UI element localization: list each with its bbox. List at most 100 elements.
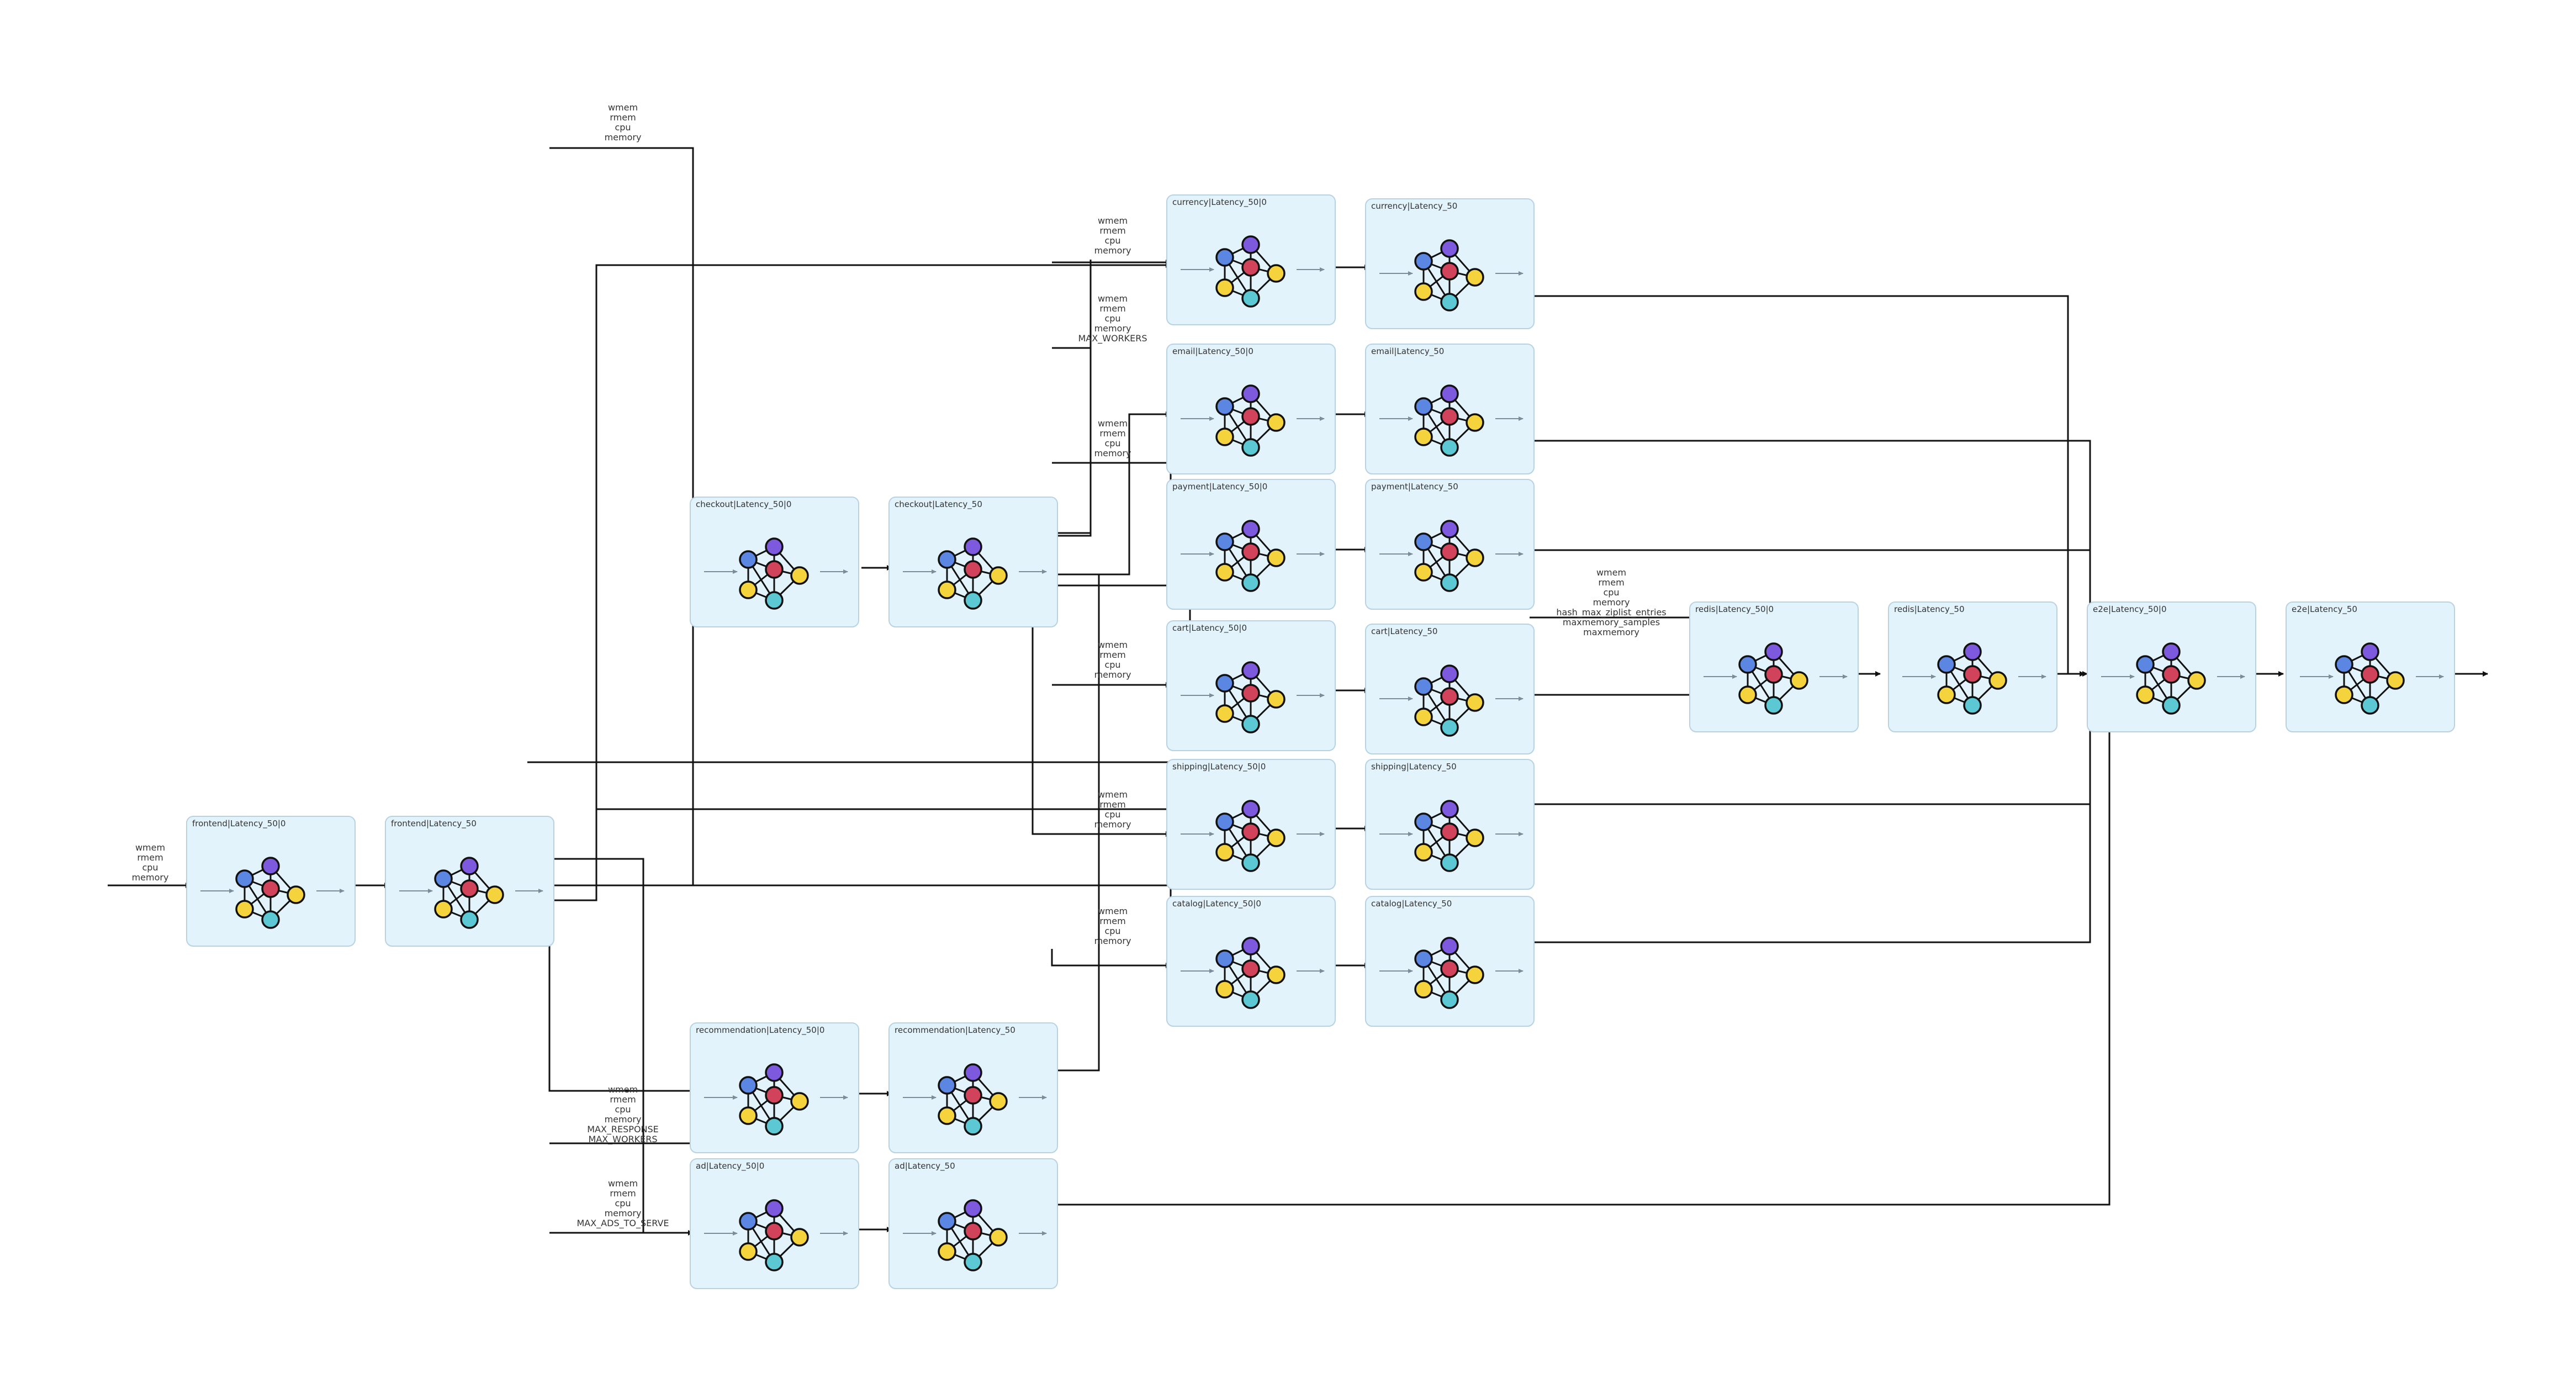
network-node-circle (1466, 413, 1484, 432)
input-label-line: cpu (1104, 809, 1120, 820)
network-node-circle (765, 1063, 784, 1082)
neural-network-icon (1215, 661, 1286, 733)
network-node-circle (1466, 548, 1484, 567)
node-redis0[interactable]: redis|Latency_50|0 (1689, 601, 1859, 732)
network-node-circle (938, 1212, 956, 1231)
node-shipping[interactable]: shipping|Latency_50 (1365, 759, 1535, 890)
network-node-circle (1440, 542, 1459, 561)
node-title: catalog|Latency_50 (1371, 899, 1452, 909)
input-label-line: hash_max_ziplist_entries (1556, 607, 1666, 618)
neural-network-icon (2335, 642, 2405, 715)
node-catalog0[interactable]: catalog|Latency_50|0 (1166, 896, 1336, 1027)
network-node-circle (235, 869, 254, 888)
network-node-circle (2162, 696, 2181, 715)
network-node-circle (1215, 397, 1234, 416)
network-node-circle (765, 537, 784, 556)
node-recommendation[interactable]: recommendation|Latency_50 (888, 1022, 1058, 1153)
node-title: redis|Latency_50|0 (1695, 604, 1774, 615)
node-title: recommendation|Latency_50 (895, 1025, 1015, 1036)
node-ad[interactable]: ad|Latency_50 (888, 1158, 1058, 1289)
node-frontend[interactable]: frontend|Latency_50 (385, 816, 554, 947)
network-node-circle (1963, 642, 1982, 661)
network-node-circle (1241, 959, 1260, 978)
node-payment0[interactable]: payment|Latency_50|0 (1166, 479, 1336, 610)
network-node-circle (1764, 696, 1783, 715)
input-label-line: memory (1094, 669, 1131, 680)
network-node-circle (1241, 661, 1260, 680)
node-currency0[interactable]: currency|Latency_50|0 (1166, 194, 1336, 325)
neural-network-icon (1414, 664, 1484, 737)
network-node-circle (1241, 289, 1260, 308)
network-node-circle (1267, 548, 1286, 567)
node-frontend0[interactable]: frontend|Latency_50|0 (186, 816, 356, 947)
network-node-circle (964, 591, 982, 610)
node-title: shipping|Latency_50 (1371, 762, 1457, 772)
node-e2e[interactable]: e2e|Latency_50 (2286, 601, 2455, 732)
network-node-circle (790, 1092, 809, 1111)
node-currency[interactable]: currency|Latency_50 (1365, 198, 1535, 329)
input-label-line: memory (605, 132, 642, 143)
node-cart[interactable]: cart|Latency_50 (1365, 624, 1535, 754)
network-node-circle (765, 591, 784, 610)
network-node-circle (1440, 937, 1459, 956)
node-title: catalog|Latency_50|0 (1172, 899, 1261, 909)
node-catalog[interactable]: catalog|Latency_50 (1365, 896, 1535, 1027)
network-node-circle (1215, 980, 1234, 999)
network-node-circle (1241, 853, 1260, 872)
network-node-circle (1440, 800, 1459, 819)
node-title: redis|Latency_50 (1894, 604, 1965, 615)
node-ad0[interactable]: ad|Latency_50|0 (690, 1158, 859, 1289)
neural-network-icon (1414, 937, 1484, 1009)
node-title: currency|Latency_50|0 (1172, 197, 1267, 208)
network-node-circle (739, 1242, 758, 1261)
neural-network-icon (1215, 235, 1286, 308)
network-node-circle (1440, 990, 1459, 1009)
network-node-circle (1414, 980, 1433, 999)
input-label-line: wmem (1098, 215, 1128, 226)
network-node-circle (1414, 812, 1433, 831)
network-node-circle (938, 550, 956, 569)
input-label-line: memory (1094, 323, 1131, 334)
input-label-line: maxmemory_samples (1563, 617, 1660, 628)
network-node-circle (765, 1253, 784, 1271)
network-node-circle (1215, 428, 1234, 446)
node-checkout0[interactable]: checkout|Latency_50|0 (690, 497, 859, 627)
node-payment[interactable]: payment|Latency_50 (1365, 479, 1535, 610)
network-node-circle (1440, 293, 1459, 312)
network-node-circle (2136, 685, 2155, 704)
node-email0[interactable]: email|Latency_50|0 (1166, 344, 1336, 474)
network-node-circle (2361, 665, 2379, 684)
network-node-circle (964, 1117, 982, 1136)
network-node-circle (1241, 235, 1260, 254)
network-node-circle (1466, 965, 1484, 984)
node-email[interactable]: email|Latency_50 (1365, 344, 1535, 474)
network-node-circle (460, 910, 479, 929)
input-label-line: MAX_WORKERS (1078, 333, 1147, 344)
network-node-circle (1440, 262, 1459, 281)
node-recommendation0[interactable]: recommendation|Latency_50|0 (690, 1022, 859, 1153)
node-shipping0[interactable]: shipping|Latency_50|0 (1166, 759, 1336, 890)
network-node-circle (938, 580, 956, 599)
node-title: checkout|Latency_50 (895, 499, 982, 510)
node-title: payment|Latency_50 (1371, 482, 1458, 492)
network-node-circle (739, 580, 758, 599)
network-node-circle (1241, 990, 1260, 1009)
network-node-circle (1963, 665, 1982, 684)
network-node-circle (1241, 520, 1260, 539)
input-label-line: rmem (610, 1094, 636, 1105)
node-checkout[interactable]: checkout|Latency_50 (888, 497, 1058, 627)
node-cart0[interactable]: cart|Latency_50|0 (1166, 620, 1336, 751)
node-redis[interactable]: redis|Latency_50 (1888, 601, 2057, 732)
node-e2e0[interactable]: e2e|Latency_50|0 (2087, 601, 2256, 732)
network-node-circle (1440, 520, 1459, 539)
network-node-circle (765, 560, 784, 579)
network-node-circle (434, 900, 453, 919)
input-label-line: wmem (608, 1084, 638, 1095)
node-title: recommendation|Latency_50|0 (696, 1025, 824, 1036)
network-node-circle (1215, 248, 1234, 267)
network-node-circle (1414, 428, 1433, 446)
